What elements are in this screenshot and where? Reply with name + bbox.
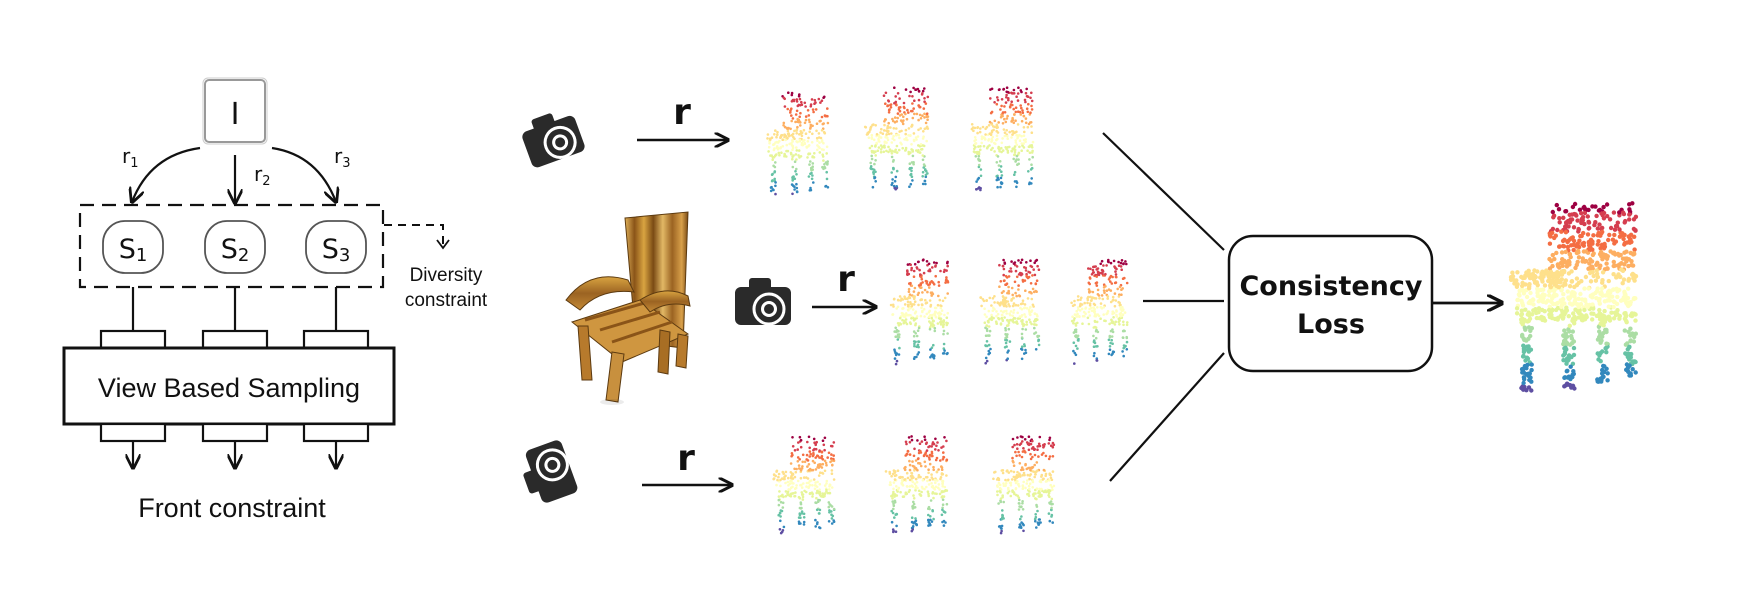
camera-icon — [523, 440, 578, 503]
ray-arrow-1 — [132, 146, 201, 202]
sampling-outputs — [99, 422, 370, 468]
diversity-connector — [384, 224, 444, 246]
ray-label-2: r2 — [254, 162, 271, 189]
point-cloud — [992, 435, 1056, 535]
point-cloud — [1508, 201, 1639, 393]
svg-text:S2: S2 — [221, 234, 250, 266]
point-cloud — [766, 91, 830, 196]
ray-label-1: r1 — [122, 144, 139, 171]
point-cloud — [970, 86, 1035, 192]
diversity-label-line1: Diversity — [410, 265, 483, 286]
diversity-arrowhead — [436, 239, 450, 250]
view-based-sampling-box: View Based Sampling — [62, 346, 396, 426]
view-based-sampling-label: View Based Sampling — [98, 373, 360, 403]
wooden-chair-image — [565, 211, 691, 405]
camera-icon — [735, 278, 791, 326]
svg-text:S3: S3 — [322, 234, 351, 266]
render-arrow-label-3: r — [677, 438, 695, 479]
input-label: I — [231, 97, 240, 132]
sampler-node-1: S1 — [102, 220, 164, 274]
point-cloud — [772, 435, 836, 535]
consistency-loss-box: Consistency Loss — [1227, 234, 1434, 373]
cameras — [522, 113, 791, 503]
loss-label-line2: Loss — [1297, 309, 1365, 340]
render-arrow-label-2: r — [837, 259, 855, 300]
point-cloud — [863, 86, 930, 191]
point-cloud — [889, 258, 950, 366]
point-clouds — [766, 86, 1639, 535]
sampler-node-3: S3 — [305, 220, 367, 274]
sampler-node-2: S2 — [204, 220, 266, 274]
ray-label-3: r3 — [334, 144, 351, 171]
converging-lines — [1102, 132, 1225, 482]
camera-icon — [522, 113, 585, 168]
loss-label-line1: Consistency — [1239, 271, 1422, 302]
render-arrows: r r r — [637, 92, 876, 485]
input-node: I — [202, 77, 268, 145]
svg-text:S1: S1 — [119, 234, 148, 266]
ray-arrow-3 — [271, 146, 336, 202]
diversity-label-line2: constraint — [405, 290, 488, 311]
front-constraint-label: Front constraint — [138, 493, 326, 523]
point-cloud — [979, 258, 1041, 365]
sampler-connectors — [99, 287, 370, 350]
point-cloud — [884, 435, 949, 534]
diversity-group-box — [78, 203, 385, 289]
render-arrow-label-1: r — [673, 92, 691, 133]
left-panel: I r1 r2 r3 Diversity constraint S1 — [62, 77, 488, 523]
point-cloud — [1070, 258, 1129, 365]
